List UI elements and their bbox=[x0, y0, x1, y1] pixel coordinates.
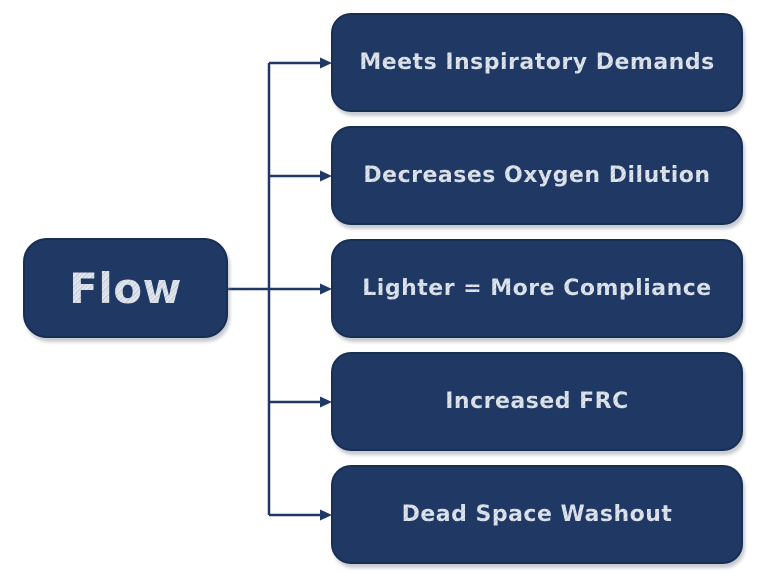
arrowhead-icon bbox=[320, 509, 332, 521]
node-decreases-oxygen-dilution: Decreases Oxygen Dilution bbox=[331, 126, 743, 225]
node-flow: Flow bbox=[23, 238, 228, 338]
node-branch-label: Lighter = More Compliance bbox=[362, 276, 712, 301]
arrowhead-icon bbox=[320, 57, 332, 69]
node-increased-frc: Increased FRC bbox=[331, 352, 743, 451]
node-branch-label: Increased FRC bbox=[445, 389, 629, 414]
arrowhead-icon bbox=[320, 283, 332, 295]
node-dead-space-washout: Dead Space Washout bbox=[331, 465, 743, 564]
node-meets-inspiratory-demands: Meets Inspiratory Demands bbox=[331, 13, 743, 112]
arrowhead-icon bbox=[320, 396, 332, 408]
arrowhead-icon bbox=[320, 170, 332, 182]
node-branch-label: Meets Inspiratory Demands bbox=[359, 50, 715, 75]
node-branch-label: Dead Space Washout bbox=[401, 502, 673, 527]
node-lighter-more-compliance: Lighter = More Compliance bbox=[331, 239, 743, 338]
node-flow-label: Flow bbox=[69, 263, 182, 313]
node-branch-label: Decreases Oxygen Dilution bbox=[363, 163, 711, 188]
